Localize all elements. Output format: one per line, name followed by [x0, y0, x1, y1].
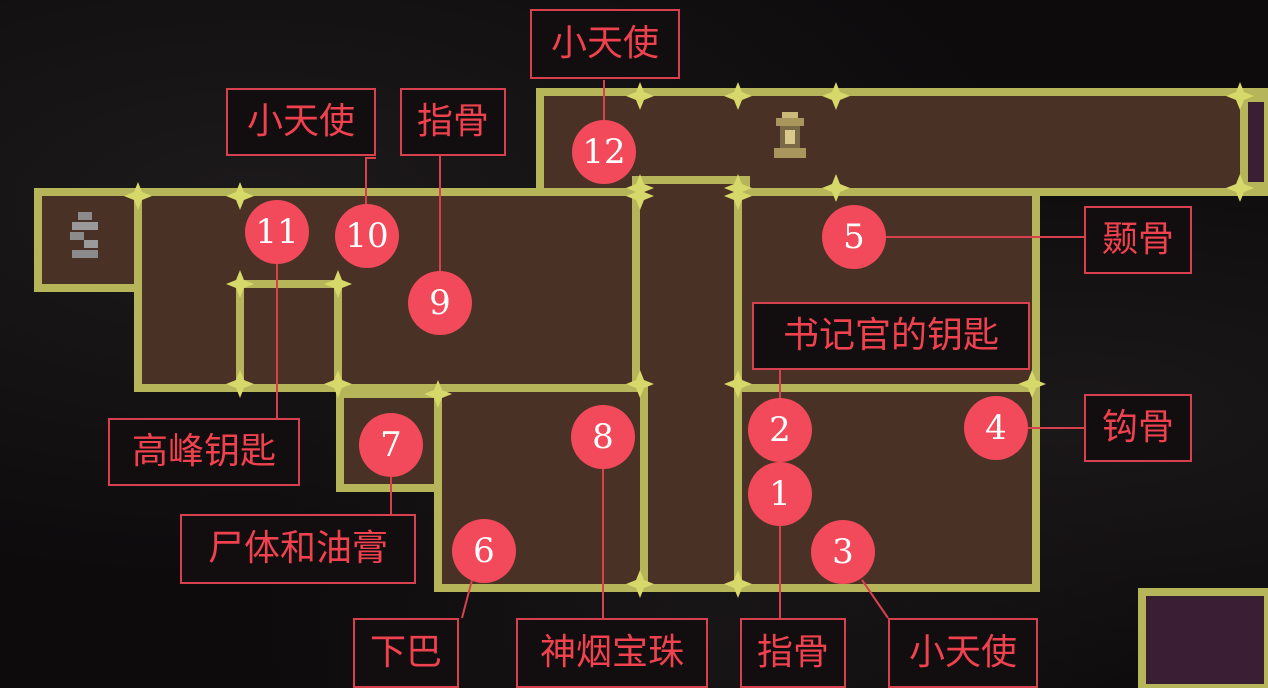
- wall-joint: [724, 182, 752, 210]
- room-top-corridor: [536, 88, 1268, 196]
- marker-4[interactable]: 4: [964, 396, 1028, 460]
- label-m11: 高峰钥匙: [108, 418, 300, 486]
- label-m1: 指骨: [740, 618, 846, 688]
- room-layer: [34, 88, 1268, 688]
- label-m2: 书记官的钥匙: [752, 302, 1030, 370]
- marker-1[interactable]: 1: [748, 462, 812, 526]
- wall-joint: [724, 370, 752, 398]
- marker-10[interactable]: 10: [335, 204, 399, 268]
- leader-line: [365, 157, 376, 204]
- marker-3[interactable]: 3: [811, 520, 875, 584]
- wall-joint: [324, 270, 352, 298]
- wall-joints: [124, 82, 1254, 598]
- wall-joint: [324, 370, 352, 398]
- leader-line: [461, 579, 473, 619]
- room-purple-bottom-right: [1138, 588, 1268, 688]
- wall-joint: [1226, 174, 1254, 202]
- bottle-icon: [70, 212, 98, 258]
- room-purple-top-right: [1240, 94, 1268, 190]
- wall-joint: [226, 182, 254, 210]
- marker-5[interactable]: 5: [822, 205, 886, 269]
- wall-joint: [626, 570, 654, 598]
- wall-joint: [226, 270, 254, 298]
- leader-line: [861, 579, 889, 619]
- marker-12[interactable]: 12: [572, 120, 636, 184]
- wall-joint: [626, 182, 654, 210]
- wall-joint: [724, 82, 752, 110]
- room-inner-nook: [236, 280, 342, 392]
- marker-8[interactable]: 8: [571, 405, 635, 469]
- marker-7[interactable]: 7: [359, 413, 423, 477]
- label-m4: 钩骨: [1084, 394, 1192, 462]
- label-m3: 小天使: [888, 618, 1038, 688]
- label-m8: 神烟宝珠: [516, 618, 708, 688]
- wall-joint: [626, 370, 654, 398]
- label-m7: 尸体和油膏: [180, 514, 416, 584]
- label-m10: 小天使: [226, 88, 376, 156]
- wall-joint: [124, 182, 152, 210]
- marker-9[interactable]: 9: [408, 271, 472, 335]
- marker-2[interactable]: 2: [748, 398, 812, 462]
- wall-joint: [626, 82, 654, 110]
- label-m12: 小天使: [530, 9, 680, 79]
- label-m5: 颞骨: [1084, 206, 1192, 274]
- wall-joint: [822, 174, 850, 202]
- label-m6: 下巴: [353, 618, 459, 688]
- wall-joint: [424, 380, 452, 408]
- wall-joint: [226, 370, 254, 398]
- wall-joint: [1018, 370, 1046, 398]
- wall-joint: [1226, 82, 1254, 110]
- leader-lines: [276, 80, 1084, 619]
- label-m9: 指骨: [400, 88, 506, 156]
- wall-joint: [724, 570, 752, 598]
- marker-11[interactable]: 11: [245, 200, 309, 264]
- wall-joint: [822, 82, 850, 110]
- shrine-icon: [774, 112, 806, 158]
- marker-6[interactable]: 6: [452, 519, 516, 583]
